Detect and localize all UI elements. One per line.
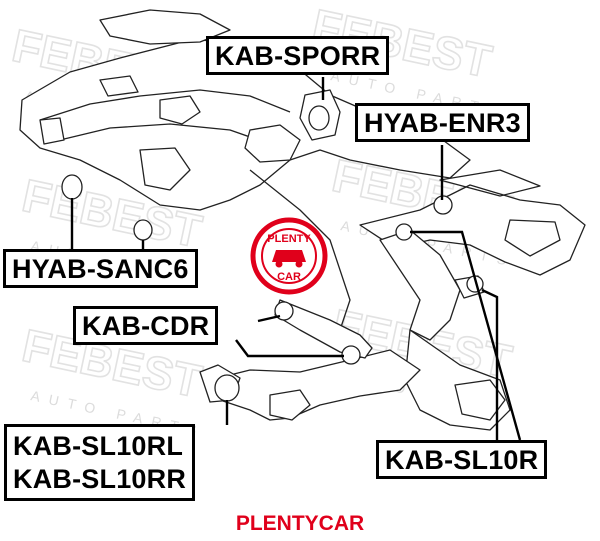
car-icon — [272, 250, 306, 262]
label-kab-sl10rl-rr: KAB-SL10RL KAB-SL10RR — [4, 424, 196, 501]
leader-kab-cdr-2 — [235, 339, 344, 358]
label-text: KAB-CDR — [82, 311, 210, 341]
label-kab-cdr: KAB-CDR — [73, 306, 219, 345]
label-hyab-enr3: HYAB-ENR3 — [355, 103, 530, 142]
leader-kab-sl10r-b — [481, 288, 499, 440]
label-text: HYAB-ENR3 — [364, 108, 521, 138]
label-text: HYAB-SANC6 — [12, 254, 189, 284]
leader-kab-cdr — [257, 314, 281, 323]
label-text: KAB-SPORR — [215, 41, 381, 71]
label-text-rl: KAB-SL10RL — [13, 431, 184, 461]
label-hyab-sanc6: HYAB-SANC6 — [3, 249, 198, 288]
label-kab-sporr: KAB-SPORR — [206, 36, 390, 75]
plentycar-stamp: PLENTY CAR — [250, 217, 328, 295]
leader-lines — [70, 77, 522, 441]
label-text-rr: KAB-SL10RR — [13, 464, 187, 494]
leader-kab-sl10r-a — [410, 230, 522, 441]
stamp-bottom-text: CAR — [277, 271, 301, 283]
stamp-top-text: PLENTY — [267, 233, 311, 245]
label-text: KAB-SL10R — [385, 445, 539, 475]
footer-brand: PLENTYCAR — [235, 512, 365, 535]
subframe-drawing — [19, 9, 586, 431]
label-kab-sl10r: KAB-SL10R — [376, 440, 548, 479]
